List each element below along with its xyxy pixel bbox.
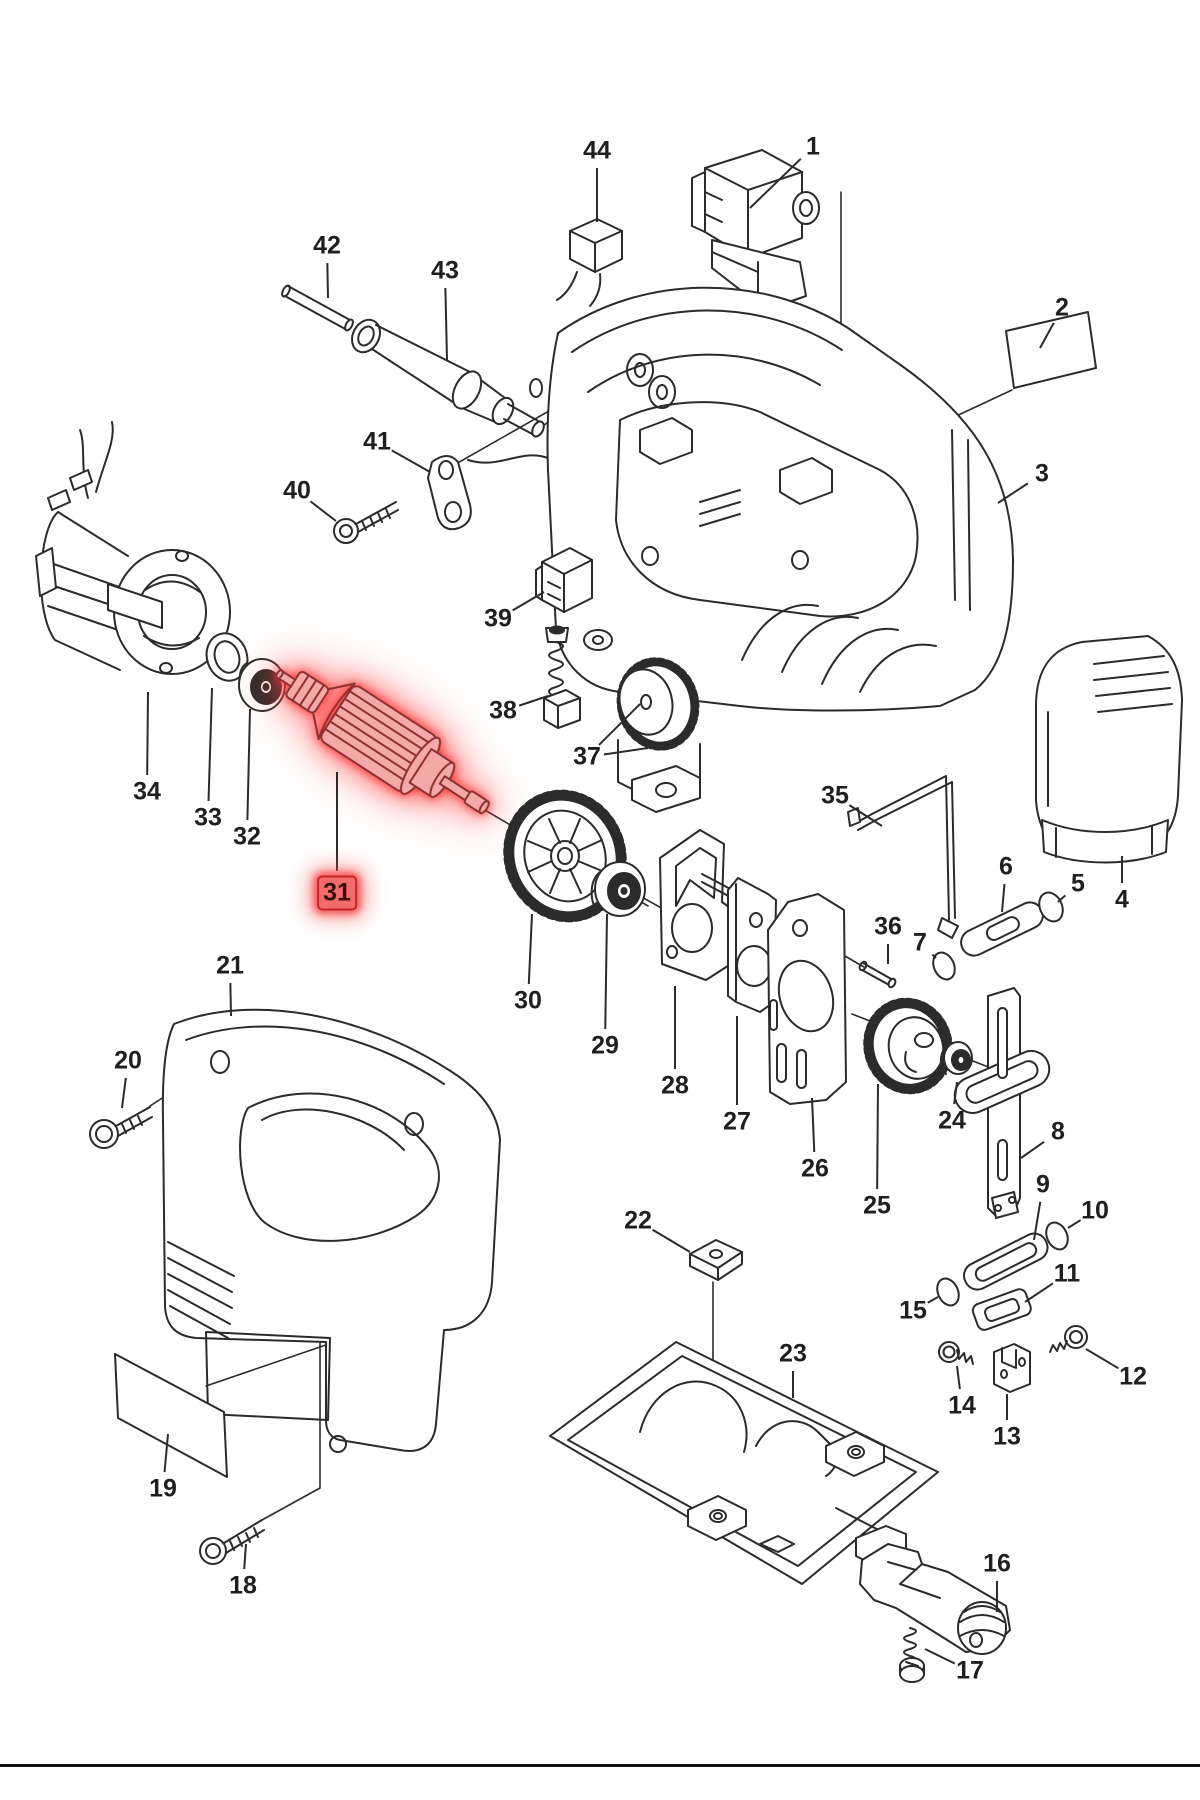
part-41-link xyxy=(427,455,472,531)
part-7-oring xyxy=(932,951,956,981)
part-label-38[interactable]: 38 xyxy=(489,696,517,725)
part-label-35[interactable]: 35 xyxy=(821,781,849,810)
part-34-field-stator xyxy=(35,421,231,675)
part-label-2[interactable]: 2 xyxy=(1055,293,1069,322)
part-32-ball-bearing xyxy=(238,658,286,712)
part-label-8[interactable]: 8 xyxy=(1051,1117,1065,1146)
part-label-10[interactable]: 10 xyxy=(1081,1196,1109,1225)
part-label-44[interactable]: 44 xyxy=(583,136,611,165)
part-29-ball-bearing xyxy=(590,861,646,917)
part-23-base xyxy=(549,1341,939,1585)
part-label-29[interactable]: 29 xyxy=(591,1031,619,1060)
part-35-wire-guard xyxy=(847,775,959,939)
part-label-7[interactable]: 7 xyxy=(913,928,927,957)
part-21-housing-half xyxy=(161,1008,501,1453)
part-2-label-sticker xyxy=(1005,311,1097,389)
part-label-25[interactable]: 25 xyxy=(863,1191,891,1220)
part-5-oring xyxy=(1038,891,1064,923)
part-24-ball-bearing xyxy=(939,1041,973,1075)
part-label-32[interactable]: 32 xyxy=(233,822,261,851)
part-37-pinion-unit xyxy=(616,657,701,813)
part-label-5[interactable]: 5 xyxy=(1071,869,1085,898)
part-label-16[interactable]: 16 xyxy=(983,1549,1011,1578)
part-label-34[interactable]: 34 xyxy=(133,777,161,806)
part-label-19[interactable]: 19 xyxy=(149,1474,177,1503)
part-40-screw xyxy=(333,501,399,544)
part-label-20[interactable]: 20 xyxy=(114,1046,142,1075)
part-label-9[interactable]: 9 xyxy=(1036,1170,1050,1199)
part-label-17[interactable]: 17 xyxy=(956,1656,984,1685)
part-label-41[interactable]: 41 xyxy=(363,427,391,456)
leader-lines xyxy=(121,158,1123,1665)
part-label-30[interactable]: 30 xyxy=(514,986,542,1015)
part-label-11[interactable]: 11 xyxy=(1053,1259,1081,1288)
part-label-36[interactable]: 36 xyxy=(874,912,902,941)
part-9-slide-bar xyxy=(963,1232,1049,1291)
part-42-rod xyxy=(281,284,354,332)
part-label-42[interactable]: 42 xyxy=(313,231,341,260)
part-label-26[interactable]: 26 xyxy=(801,1154,829,1183)
part-20-screw xyxy=(89,1106,153,1149)
part-39-brush-holder xyxy=(535,547,593,613)
part-label-3[interactable]: 3 xyxy=(1035,459,1049,488)
part-label-21[interactable]: 21 xyxy=(216,951,244,980)
part-label-43[interactable]: 43 xyxy=(431,256,459,285)
part-36-pin xyxy=(858,960,897,989)
part-19-label-sticker xyxy=(114,1353,228,1478)
part-label-6[interactable]: 6 xyxy=(999,852,1013,881)
part-label-23[interactable]: 23 xyxy=(779,1339,807,1368)
part-26-plate xyxy=(767,893,847,1105)
part-10-oring xyxy=(1045,1221,1069,1251)
part-17-screw xyxy=(899,1627,925,1683)
part-label-1[interactable]: 1 xyxy=(806,132,820,161)
part-label-40[interactable]: 40 xyxy=(283,476,311,505)
part-label-15[interactable]: 15 xyxy=(899,1296,927,1325)
part-label-37[interactable]: 37 xyxy=(573,742,601,771)
part-44-noise-suppressor xyxy=(556,218,623,307)
part-label-31[interactable]: 31 xyxy=(317,875,357,911)
part-14-screw xyxy=(938,1341,974,1365)
part-16-roller-lever xyxy=(855,1525,1011,1655)
part-8-slider-lever xyxy=(953,987,1051,1219)
footer-rule xyxy=(0,1764,1200,1767)
part-25-pinion-gear xyxy=(863,997,953,1095)
part-12-screw xyxy=(1049,1325,1088,1353)
part-31-armature-highlighted xyxy=(275,669,490,815)
part-label-12[interactable]: 12 xyxy=(1119,1362,1147,1391)
part-11-retainer xyxy=(971,1288,1032,1331)
part-18-screw xyxy=(199,1519,265,1565)
part-33-washer xyxy=(205,632,249,682)
part-13-clamp xyxy=(993,1343,1031,1393)
part-22-square-nut xyxy=(689,1239,743,1281)
part-label-27[interactable]: 27 xyxy=(723,1107,751,1136)
part-1-switch xyxy=(691,149,820,311)
part-38-carbon-brush xyxy=(543,625,581,729)
part-43-sleeve xyxy=(351,318,545,438)
part-6-guide-bar xyxy=(960,901,1044,957)
part-label-39[interactable]: 39 xyxy=(484,604,512,633)
part-4-gear-cover xyxy=(1035,635,1183,864)
part-label-28[interactable]: 28 xyxy=(661,1071,689,1100)
part-label-14[interactable]: 14 xyxy=(948,1391,976,1420)
part-3-housing xyxy=(546,286,1014,712)
part-label-33[interactable]: 33 xyxy=(194,803,222,832)
part-label-13[interactable]: 13 xyxy=(993,1422,1021,1451)
part-label-4[interactable]: 4 xyxy=(1115,885,1129,914)
part-30-gear xyxy=(503,789,627,923)
part-label-24[interactable]: 24 xyxy=(938,1106,966,1135)
part-label-22[interactable]: 22 xyxy=(624,1206,652,1235)
part-15-oring xyxy=(936,1277,960,1307)
part-27-plate xyxy=(727,877,777,1013)
part-label-18[interactable]: 18 xyxy=(229,1571,257,1600)
